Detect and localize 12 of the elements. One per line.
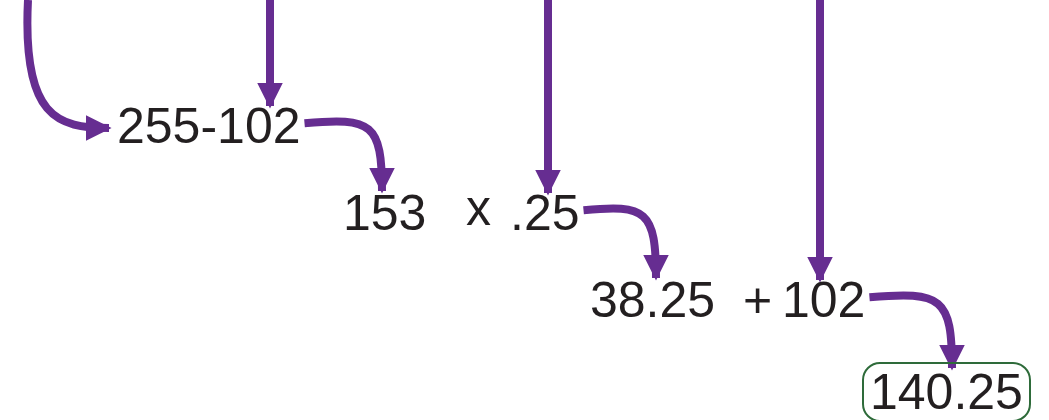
arrow xyxy=(257,0,283,109)
number-term: 153 xyxy=(343,185,427,241)
result-box: 140.25 xyxy=(862,362,1031,420)
number-term: 255-102 xyxy=(117,98,301,154)
number-term: 102 xyxy=(782,272,866,328)
operator-sign: x xyxy=(466,180,491,236)
number-term: .25 xyxy=(510,185,580,241)
arrow xyxy=(23,0,112,141)
operator-sign: + xyxy=(743,272,773,328)
arrow xyxy=(807,0,833,283)
arrow xyxy=(535,0,561,196)
number-term: 38.25 xyxy=(590,272,716,328)
